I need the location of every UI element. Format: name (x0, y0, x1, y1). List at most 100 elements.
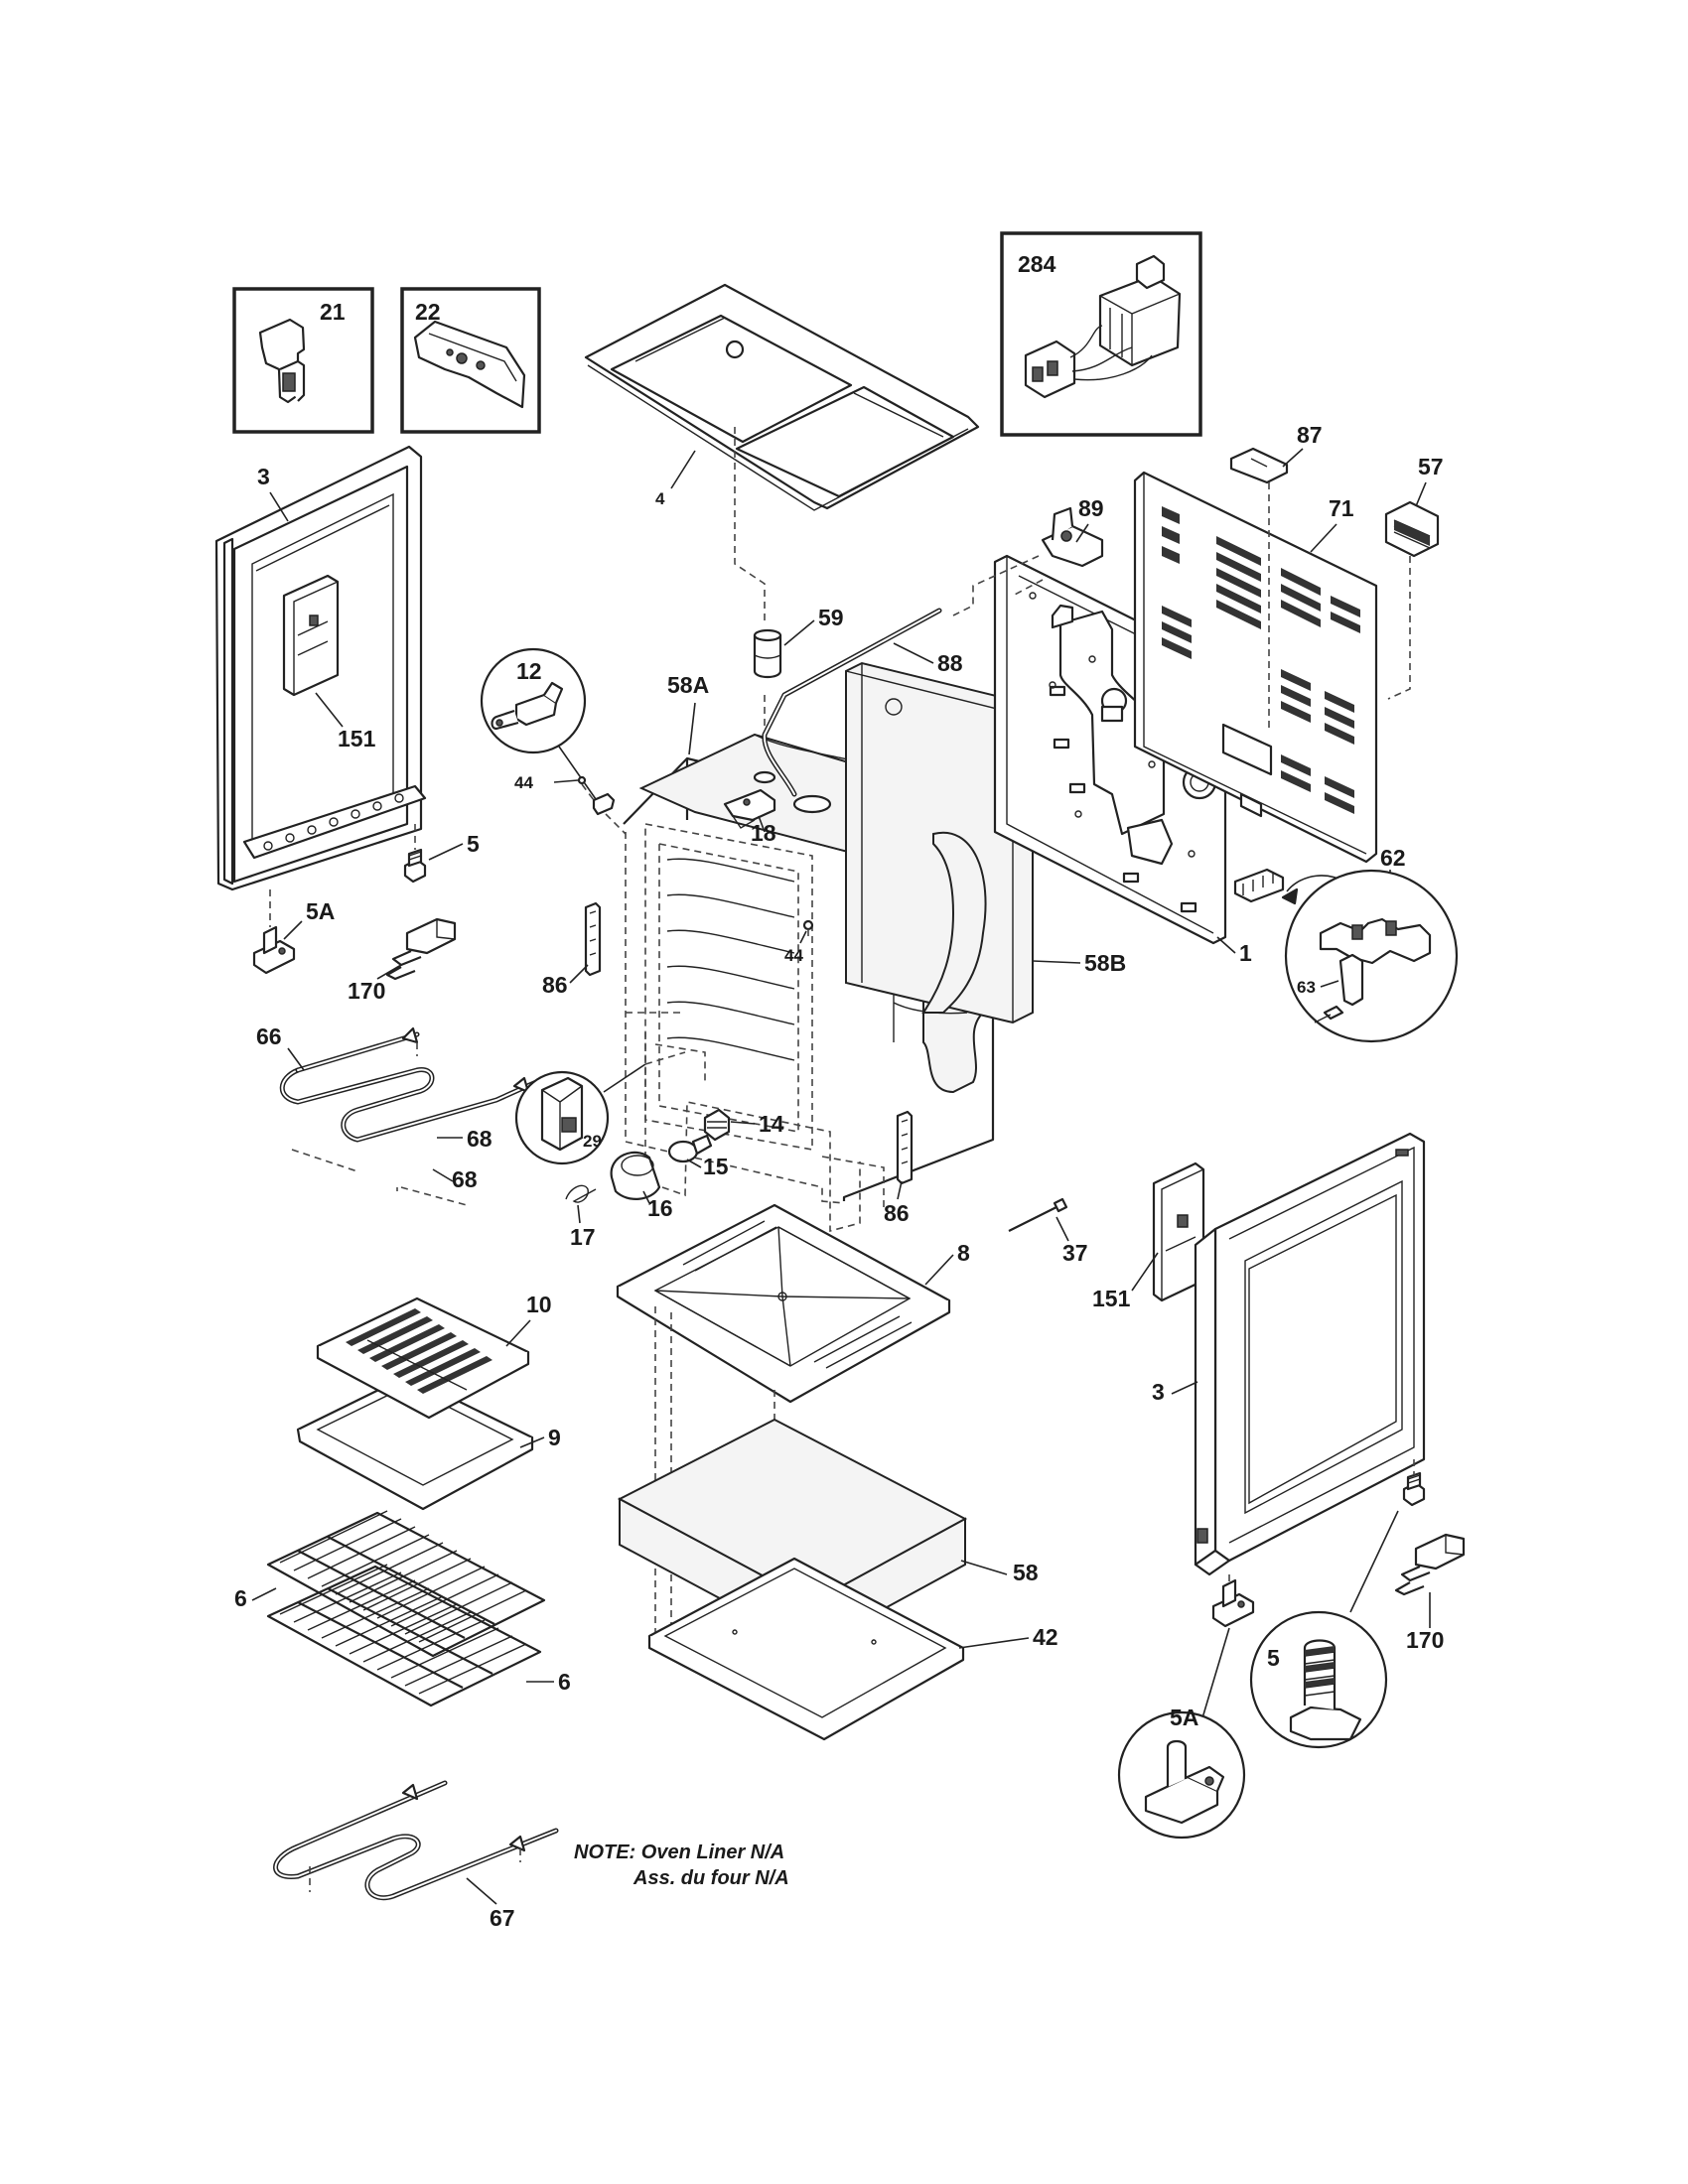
part-6-oven-rack-lower (266, 1564, 542, 1707)
part-5-leveling-leg-callout (1249, 1610, 1388, 1749)
label-59: 59 (818, 605, 844, 630)
label-58B: 58B (1084, 950, 1126, 976)
label-63: 63 (1297, 978, 1316, 997)
note-line-2: Ass. du four N/A (633, 1867, 789, 1889)
part-5A-leg-bracket-callout (1117, 1710, 1246, 1840)
part-5A-leg-bracket-right (1211, 1578, 1255, 1628)
part-71-rear-panel (1133, 471, 1378, 864)
label-62: 62 (1380, 845, 1406, 871)
part-8-oven-bottom (616, 1203, 951, 1404)
part-88-wire-harness (762, 608, 942, 797)
part-67-bake-element (273, 1780, 559, 1901)
part-15-lamp-bulb (667, 1134, 713, 1163)
rack-embossing (666, 858, 795, 1061)
label-5-callout: 5 (1267, 1645, 1280, 1671)
label-5-small: 5 (467, 831, 480, 857)
label-58A: 58A (667, 672, 709, 698)
label-4: 4 (655, 489, 665, 508)
label-3-left: 3 (257, 464, 270, 489)
label-22: 22 (415, 299, 441, 325)
label-6-upper: 6 (234, 1585, 247, 1611)
part-151-side-vent-channel (1152, 1161, 1205, 1302)
part-37-wire-lead (1008, 1197, 1068, 1232)
label-87: 87 (1297, 422, 1323, 448)
label-86-left: 86 (542, 972, 568, 998)
label-18: 18 (751, 820, 776, 846)
part-5-leveling-leg-right (1402, 1471, 1426, 1507)
label-29: 29 (583, 1132, 602, 1151)
inset-box-284: 284 (1000, 231, 1202, 437)
label-37: 37 (1062, 1240, 1088, 1266)
part-3-right-side-panel (1194, 1132, 1426, 1576)
label-9: 9 (548, 1425, 561, 1450)
label-88: 88 (937, 650, 963, 676)
label-58: 58 (1013, 1560, 1039, 1585)
part-10-broil-pan-grid (316, 1297, 530, 1420)
part-86-rack-slide-right (896, 1110, 914, 1185)
label-67: 67 (490, 1905, 515, 1931)
label-66: 66 (256, 1024, 282, 1049)
part-66-broil-element (279, 1026, 539, 1143)
label-86-right: 86 (884, 1200, 910, 1226)
part-17-lens-clip (565, 1184, 597, 1203)
label-68-upper: 68 (467, 1126, 492, 1152)
door-vent-holes (263, 793, 404, 851)
label-68-lower: 68 (452, 1166, 478, 1192)
part-5A-leg-bracket-small (252, 925, 296, 975)
part-62-terminal-block (1233, 868, 1285, 903)
label-14: 14 (759, 1111, 784, 1137)
label-42: 42 (1033, 1624, 1058, 1650)
label-6-lower: 6 (558, 1669, 571, 1695)
part-12-door-switch (592, 792, 616, 816)
label-89: 89 (1078, 495, 1104, 521)
label-3-right: 3 (1152, 1379, 1165, 1405)
label-170-right: 170 (1406, 1627, 1444, 1653)
part-58B-side-insulation (845, 661, 1034, 1024)
label-57: 57 (1418, 454, 1444, 479)
part-18-sensor-bracket (723, 788, 776, 829)
part-22-bracket (413, 320, 526, 409)
part-57-vent-cover (1384, 500, 1440, 558)
part-44-screw-middle (802, 919, 814, 931)
label-10: 10 (526, 1292, 552, 1317)
label-5A-callout: 5A (1170, 1705, 1198, 1730)
part-284-transformer-relay (1024, 254, 1182, 399)
part-3-left-door (214, 445, 427, 891)
part-170-anti-tip-bracket-left (385, 917, 457, 981)
part-9-broil-pan-bottom (296, 1374, 534, 1511)
label-44-middle: 44 (784, 946, 803, 965)
label-284: 284 (1018, 251, 1056, 277)
label-16: 16 (647, 1195, 673, 1221)
label-12: 12 (516, 658, 542, 684)
part-62-63-callout-circle (1284, 869, 1459, 1043)
part-14-lamp-socket (703, 1108, 731, 1142)
label-151-right: 151 (1092, 1286, 1131, 1311)
part-4-top-panel: 4 (584, 283, 980, 511)
inset-box-21: 21 (232, 287, 374, 434)
label-15: 15 (703, 1154, 729, 1179)
broil-grid-slots (346, 1308, 492, 1394)
label-71: 71 (1329, 495, 1354, 521)
part-29-thermal-fuse-callout (514, 1070, 610, 1165)
part-5-leveling-leg-small (403, 848, 427, 884)
rear-panel-vents (1162, 506, 1360, 814)
part-59-vent-tube (753, 628, 782, 679)
part-89-bracket (1041, 506, 1104, 568)
part-12-door-switch-callout (480, 647, 587, 754)
part-151-door-vent-channel (282, 574, 340, 697)
label-1: 1 (1239, 940, 1252, 966)
label-151-left: 151 (338, 726, 376, 751)
part-21-control-knob-clip (258, 318, 306, 404)
part-170-anti-tip-bracket-right (1394, 1533, 1466, 1596)
oven-liner-note: NOTE: Oven Liner N/A Ass. du four N/A (574, 1842, 789, 1889)
label-5A-small: 5A (306, 898, 335, 924)
label-8: 8 (957, 1240, 970, 1266)
label-170-left: 170 (348, 978, 385, 1004)
part-16-lamp-lens (610, 1151, 661, 1200)
label-17: 17 (570, 1224, 596, 1250)
part-86-rack-slide-left (584, 901, 602, 977)
inset-box-22: 22 (400, 287, 541, 434)
note-line-1: NOTE: Oven Liner N/A (574, 1842, 784, 1863)
part-87-clip (1229, 447, 1289, 484)
